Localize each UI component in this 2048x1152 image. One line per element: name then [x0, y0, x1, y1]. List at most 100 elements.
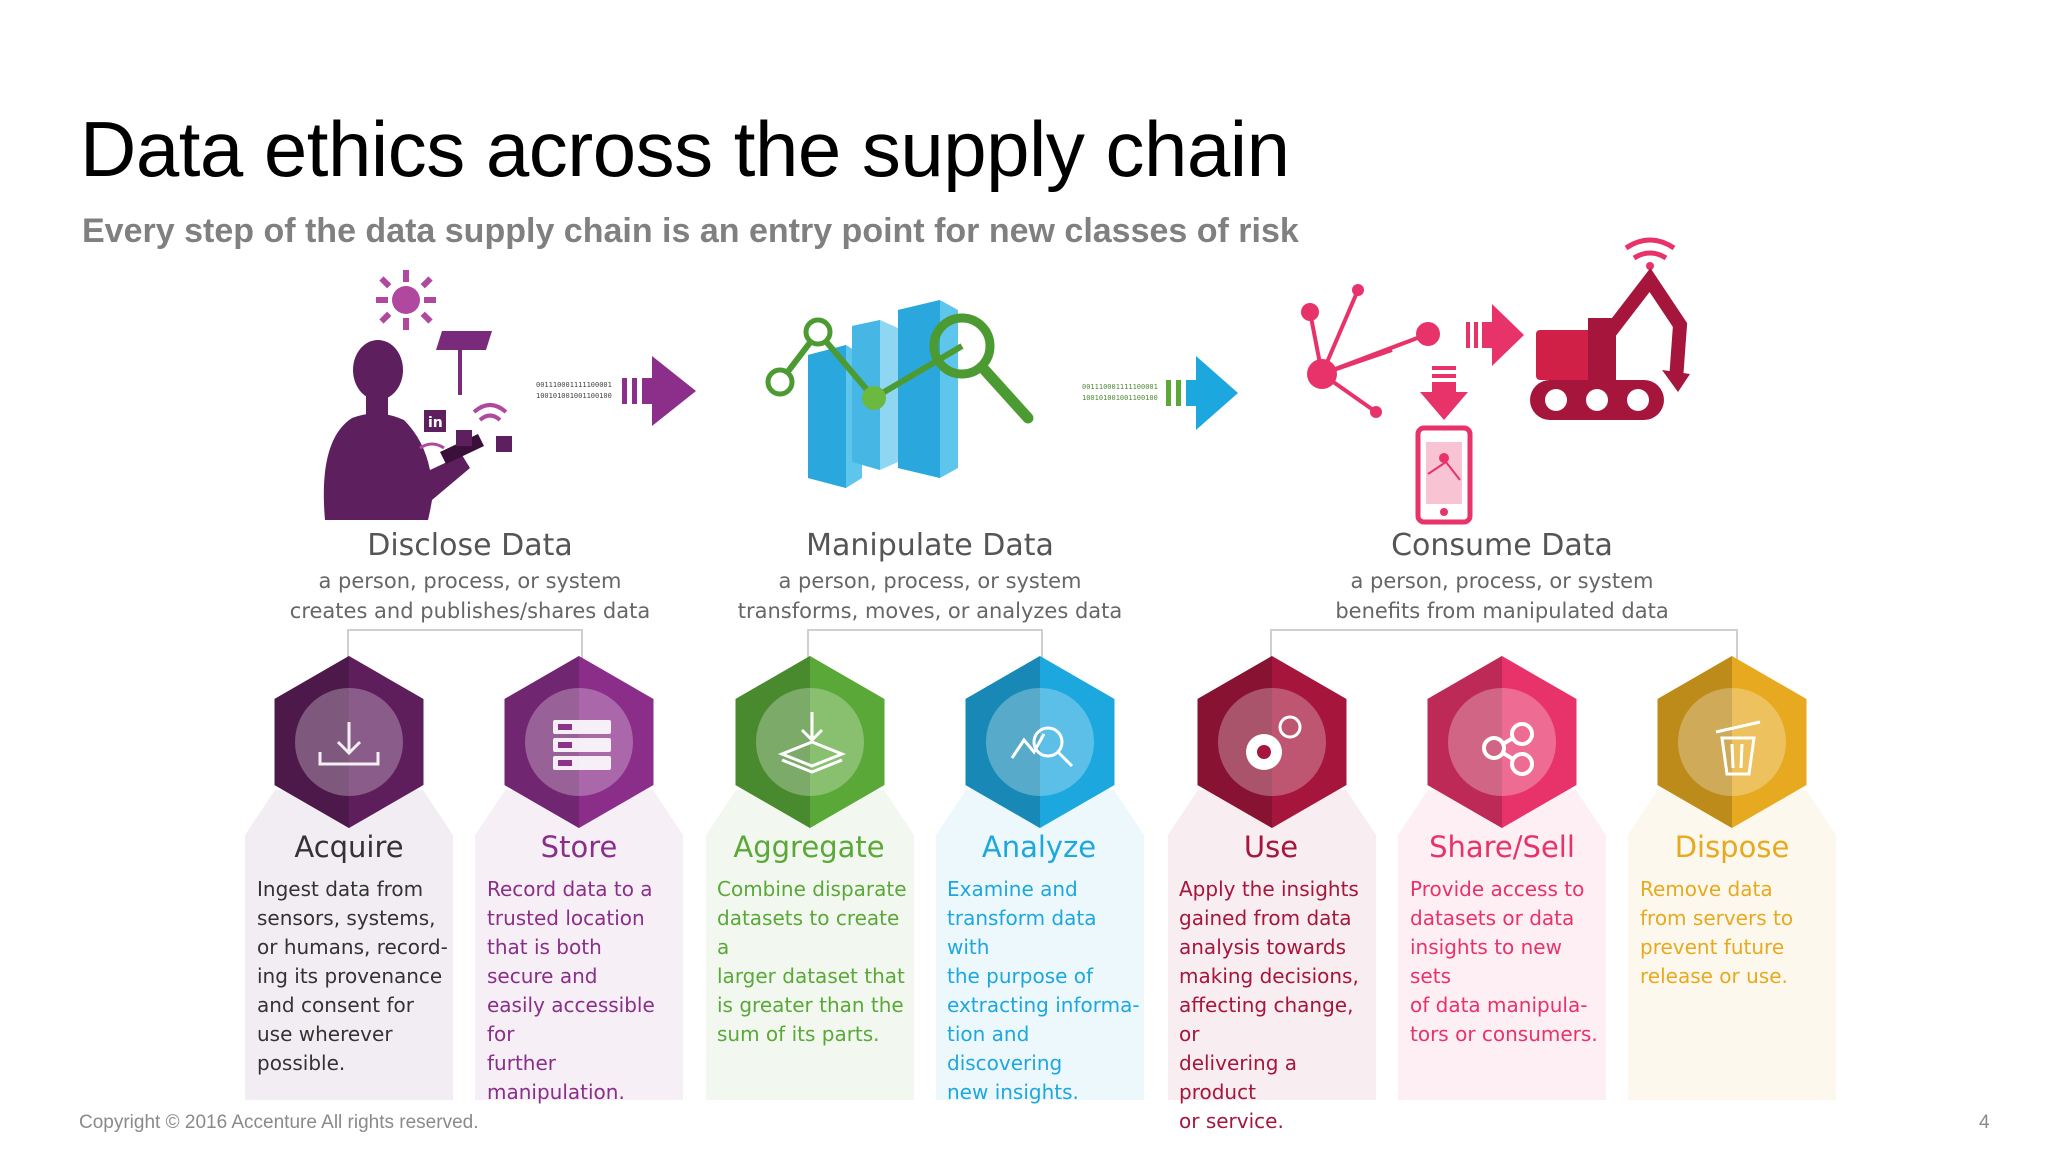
svg-text:001110001111100001: 001110001111100001	[536, 381, 612, 389]
step-description-line: Combine disparate	[717, 877, 907, 901]
step-description-line: tors or consumers.	[1410, 1022, 1598, 1046]
phase-consume: Consume Data a person, process, or syste…	[1302, 526, 1702, 626]
step-description-line: tion and discovering	[947, 1022, 1063, 1075]
step-icon-disc	[1678, 688, 1786, 796]
step-description-line: making decisions,	[1179, 964, 1359, 988]
step-description-line: possible.	[257, 1051, 346, 1075]
bracket-connectors	[347, 629, 1738, 660]
step-description-line: delivering a product	[1179, 1051, 1298, 1104]
step-description: Remove data from servers to prevent future…	[1628, 867, 1836, 991]
step-description-line: larger dataset that	[717, 964, 905, 988]
download-tray-icon	[318, 722, 380, 766]
phase-title: Manipulate Data	[806, 528, 1054, 563]
step-hexagon-shade	[735, 656, 810, 828]
step-description-line: Provide access to	[1410, 877, 1585, 901]
phase-manipulate: Manipulate Data a person, process, or sy…	[730, 526, 1130, 626]
magnifier-chart-icon	[1010, 726, 1074, 768]
step-description-line: easily accessible for	[487, 993, 655, 1046]
step-description-line: trusted location	[487, 906, 645, 930]
step-hexagon-shade	[1427, 656, 1502, 828]
flow-arrow-1-icon	[622, 356, 696, 426]
step-description-line: that is both	[487, 935, 602, 959]
step-description-line: insights to new sets	[1410, 935, 1562, 988]
step-description-line: analysis towards	[1179, 935, 1347, 959]
page-number: 4	[1979, 1112, 1990, 1133]
step-description-line: extracting informa-	[947, 993, 1140, 1017]
step-description-line: or humans, record-	[257, 935, 448, 959]
consume-arrow-right-icon	[1466, 304, 1524, 366]
phase-title: Consume Data	[1391, 528, 1613, 563]
step-description-line: new insights.	[947, 1080, 1079, 1104]
server-rack-icon	[553, 720, 611, 770]
binary-stream-1: 001110001111100001 100101001001100100	[536, 381, 612, 400]
step-card-background	[936, 790, 1144, 1100]
smartphone-map-icon	[1415, 425, 1473, 525]
step-card-background	[706, 790, 914, 1100]
step-card-acquire: Acquire Ingest data from sensors, systems…	[245, 815, 453, 1100]
step-description-line: of data manipula-	[1410, 993, 1588, 1017]
step-description-line: secure and	[487, 964, 598, 988]
gears-icon	[1246, 715, 1302, 770]
step-description-line: prevent future	[1640, 935, 1785, 959]
step-description-line: is greater than the	[717, 993, 904, 1017]
trash-can-icon	[1715, 720, 1761, 776]
step-description-line: manipulation.	[487, 1080, 625, 1104]
social-badges-icon: in	[419, 403, 512, 452]
step-hexagon-shade	[504, 656, 579, 828]
bar-chart-magnifier-icon	[765, 300, 1034, 488]
step-description-line: the purpose of	[947, 964, 1094, 988]
step-card-backgrounds	[245, 790, 1836, 1100]
step-description-line: Ingest data from	[257, 877, 424, 901]
step-description-line: from servers to	[1640, 906, 1794, 930]
step-card-background	[475, 790, 683, 1100]
step-description-line: release or use.	[1640, 964, 1788, 988]
step-description-line: use wherever	[257, 1022, 393, 1046]
step-name: Share/Sell	[1429, 830, 1575, 864]
step-card-background	[1398, 790, 1606, 1100]
step-description-line: sensors, systems,	[257, 906, 436, 930]
step-description-line: sum of its parts.	[717, 1022, 880, 1046]
slide-title: Data ethics across the supply chain	[80, 105, 1290, 193]
step-name: Dispose	[1674, 830, 1790, 864]
sun-icon	[376, 270, 436, 330]
binary-stream-2: 001110001111100001 100101001001100100	[1082, 383, 1158, 402]
share-icon	[1482, 722, 1534, 776]
step-name: Store	[540, 830, 618, 864]
step-card-background	[245, 790, 453, 1100]
step-description-line: Apply the insights	[1179, 877, 1359, 901]
step-description-line: Remove data	[1640, 877, 1773, 901]
solar-panel-icon	[436, 331, 492, 395]
step-description-line: transform data with	[947, 906, 1097, 959]
step-description-line: or service.	[1179, 1109, 1284, 1133]
step-description-line: further	[487, 1051, 556, 1075]
person-with-tablet-icon	[323, 340, 484, 520]
svg-text:in: in	[428, 415, 443, 431]
phase-desc: a person, process, or system	[1350, 569, 1654, 593]
phase-desc: a person, process, or system	[778, 569, 1082, 593]
step-name: Analyze	[981, 830, 1097, 864]
step-hexagon-shade	[965, 656, 1040, 828]
step-hexagon-shade	[1657, 656, 1732, 828]
step-description-line: ing its provenance	[257, 964, 443, 988]
phase-desc: creates and publishes/shares data	[289, 599, 651, 623]
phase-desc: benefits from manipulated data	[1335, 599, 1669, 623]
flow-arrow-2-icon	[1166, 356, 1238, 430]
step-card-dispose: Dispose Remove data from servers to preven…	[1628, 815, 1836, 1100]
layers-icon	[777, 712, 847, 774]
step-name: Acquire	[294, 830, 404, 864]
excavator-icon	[1530, 237, 1690, 420]
phase-desc: transforms, moves, or analyzes data	[737, 599, 1123, 623]
step-description-line: gained from data	[1179, 906, 1352, 930]
slide-subtitle: Every step of the data supply chain is a…	[82, 212, 1299, 250]
step-description: Ingest data from sensors, systems, or huma…	[245, 867, 453, 1078]
